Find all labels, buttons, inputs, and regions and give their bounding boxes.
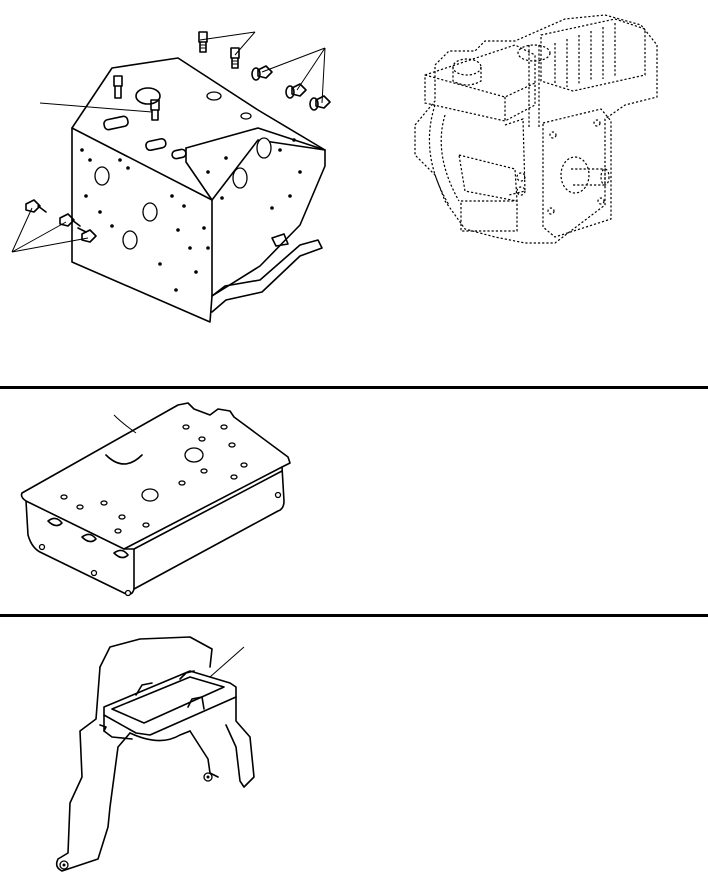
engine-crankcase — [542, 108, 612, 238]
housing-left-leg — [55, 666, 131, 872]
tray-latch — [187, 696, 205, 710]
frame-assembly-diagram — [11, 31, 331, 323]
bolt-top-1 — [198, 31, 208, 53]
engine-bolt-holes — [516, 119, 605, 215]
housing-right-leg — [225, 696, 255, 788]
flange-bolt-left-2 — [59, 213, 81, 227]
engine-housing-outline — [414, 14, 658, 244]
top-hole — [206, 91, 222, 101]
engine-tank — [424, 44, 536, 122]
housing-back-panel — [99, 636, 213, 668]
output-shaft-end — [600, 168, 610, 186]
flange-bolt-left-1 — [25, 199, 47, 213]
housing-tray — [103, 670, 237, 736]
stud — [150, 99, 160, 121]
bottom-panel — [0, 617, 708, 872]
fuel-cap-body — [452, 67, 482, 86]
flange-small-holes — [38, 491, 282, 597]
top-slot-1 — [103, 115, 129, 131]
shaft-boss — [560, 156, 590, 194]
front-large-hole — [142, 202, 158, 222]
base-plate-diagram — [20, 402, 291, 597]
flange-nut-2 — [285, 83, 307, 99]
engine-mid-panel — [504, 118, 526, 196]
bolt-left-top — [113, 75, 123, 99]
frame-box-outline — [71, 57, 326, 323]
leader-line-top-bolts — [199, 31, 256, 56]
plate-large-hole — [141, 488, 159, 502]
plate-large-hole — [184, 447, 204, 463]
dipstick-cap — [517, 44, 551, 62]
front-large-hole — [122, 230, 138, 250]
side-large-hole — [256, 137, 272, 159]
plate-bend-line — [133, 470, 283, 550]
engine-base-block — [460, 200, 518, 232]
frame-inner-corner — [185, 147, 213, 201]
front-large-hole — [94, 166, 110, 186]
frame-inner-wall — [185, 127, 326, 151]
output-shaft — [571, 168, 606, 186]
small-holes — [80, 138, 302, 292]
chute-housing-diagram — [55, 636, 255, 872]
frame-top-edge — [211, 139, 326, 201]
housing-mount-bolt — [59, 860, 69, 870]
top-panel — [0, 0, 708, 386]
dipstick-tube — [528, 45, 540, 127]
engine-diagram — [414, 14, 658, 244]
flange-nut-3 — [309, 95, 331, 111]
housing-mount-bolt — [203, 772, 213, 782]
section-divider-1 — [0, 386, 708, 389]
bracket-tab — [271, 233, 289, 247]
flange-nut-1 — [251, 65, 273, 81]
top-slot-3 — [171, 148, 187, 160]
housing-left-rim — [103, 714, 133, 740]
leader-line-stud — [39, 102, 153, 113]
middle-panel — [0, 389, 708, 614]
flywheel-cover-arc — [428, 104, 450, 206]
plate-notch — [105, 454, 143, 465]
housing-arch — [129, 730, 191, 742]
plate-front-flange — [25, 500, 135, 596]
section-divider-2 — [0, 614, 708, 617]
bolt-top-2 — [230, 47, 240, 69]
flange-bolt-left-3 — [77, 227, 97, 243]
cylinder-fins — [540, 18, 646, 92]
carburetor-block — [458, 154, 518, 202]
frame-bottom-rail — [211, 239, 323, 313]
leader-line-right-nuts — [261, 47, 326, 104]
leader-line-plate — [113, 414, 137, 434]
housing-right-inner — [189, 730, 219, 778]
housing-tray-inner — [111, 676, 225, 724]
plate-small-holes — [60, 424, 248, 534]
top-slot-2 — [145, 137, 167, 152]
top-hole — [240, 112, 252, 120]
tray-clips — [135, 670, 195, 696]
flange-bend-holes — [47, 517, 129, 559]
housing-corner — [99, 724, 107, 732]
top-boss — [135, 87, 161, 105]
engine-tank-edge — [424, 74, 536, 98]
leader-line-housing — [209, 646, 245, 678]
plate-right-flange — [133, 466, 285, 590]
side-large-hole — [232, 167, 248, 189]
flywheel-cover-arc — [440, 114, 460, 202]
leader-line-left-bolts — [11, 207, 89, 253]
